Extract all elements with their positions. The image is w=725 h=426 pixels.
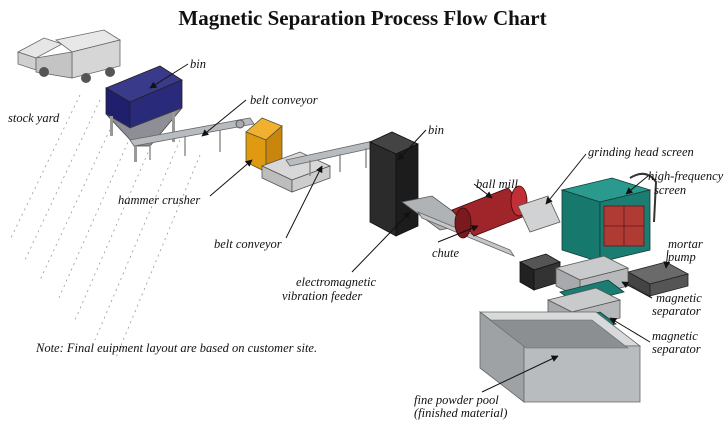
label-ball-mill: ball mill <box>476 177 519 191</box>
layout-note: Note: Final euipment layout are based on… <box>36 341 318 355</box>
leader-lines <box>149 63 671 393</box>
label-electromagnetic-feeder-line2: vibration feeder <box>282 289 363 303</box>
label-fine-powder-pool-line1: fine powder pool <box>414 393 499 407</box>
label-belt-conveyor-2: belt conveyor <box>214 237 282 251</box>
label-chute: chute <box>432 246 460 260</box>
label-grinding-head-screen: grinding head screen <box>588 145 694 159</box>
fine-powder-pool <box>478 311 642 403</box>
label-electromagnetic-feeder-line1: electromagnetic <box>296 275 377 289</box>
mortar-pump <box>626 261 690 297</box>
label-magnetic-separator-1-line1: magnetic <box>656 291 702 305</box>
label-bin-2: bin <box>428 123 444 137</box>
high-frequency-screen <box>560 172 658 263</box>
belt-conveyor-1 <box>129 117 255 160</box>
label-magnetic-separator-2-line2: separator <box>652 342 701 356</box>
label-fine-powder-pool-line2: (finished material) <box>414 406 508 420</box>
truck <box>16 29 122 83</box>
ball-mill <box>451 185 561 239</box>
label-magnetic-separator-2-line1: magnetic <box>652 329 698 343</box>
label-bin-1: bin <box>190 57 206 71</box>
label-high-frequency-screen-line2: screen <box>654 183 687 197</box>
bin-hopper <box>105 65 183 162</box>
page-title: Magnetic Separation Process Flow Chart <box>178 6 547 30</box>
stock-yard-ground <box>9 94 201 361</box>
label-magnetic-separator-1-line2: separator <box>652 304 701 318</box>
slurry-tank <box>518 253 562 291</box>
feeder-bin <box>369 131 419 237</box>
label-belt-conveyor-1: belt conveyor <box>250 93 318 107</box>
label-high-frequency-screen-line1: high-frequency <box>648 169 724 183</box>
label-stock-yard: stock yard <box>8 111 60 125</box>
label-mortar-pump-line2: pump <box>668 250 696 264</box>
label-hammer-crusher: hammer crusher <box>118 193 201 207</box>
label-mortar-pump-line1: mortar <box>668 237 703 251</box>
